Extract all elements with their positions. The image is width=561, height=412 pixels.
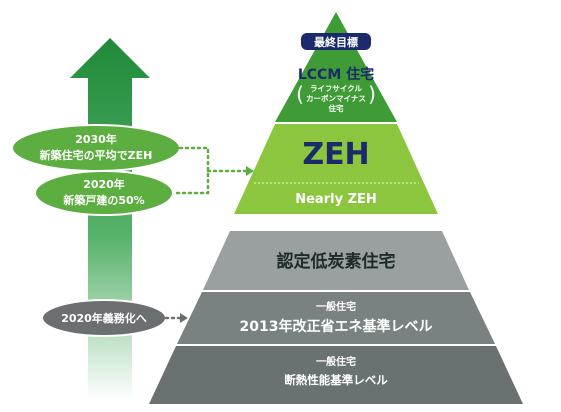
insulation-line2: 断熱性能基準レベル [284, 373, 388, 387]
callout-2020: 2020年 新築戸建の50% [34, 170, 174, 216]
insulation-line1: 一般住宅 [316, 355, 356, 368]
lccm-title: LCCM 住宅 [298, 66, 374, 83]
callout-2030-line1: 2030年 [75, 132, 117, 146]
lccm-subtitle-line2: カーボンマイナス [306, 93, 366, 103]
pyramid-tier-insulation [149, 346, 523, 404]
standard-2013-line1: 一般住宅 [316, 300, 356, 313]
nearly-zeh-label: Nearly ZEH [295, 192, 377, 207]
callout-2020-line2: 新築戸建の50% [63, 193, 144, 207]
goal-badge-label: 最終目標 [314, 35, 358, 49]
pyramid-tier-2013-standard [177, 292, 495, 344]
pyramid-tier-zeh [234, 124, 438, 214]
low-carbon-title: 認定低炭素住宅 [277, 251, 396, 272]
lccm-subtitle-line3: 住宅 [329, 103, 344, 113]
standard-2013-line2: 2013年改正省エネ基準レベル [240, 318, 433, 335]
callout-2020-line1: 2020年 [83, 177, 125, 191]
pyramid-tier-low-carbon [203, 231, 469, 290]
zeh-title: ZEH [302, 137, 369, 172]
lccm-open-paren: ( [296, 82, 304, 106]
callout-mandatory-label: 2020年義務化へ [61, 311, 147, 325]
progress-up-arrow [70, 38, 150, 400]
callout-mandatory-2020: 2020年義務化へ [41, 299, 167, 337]
goal-badge [301, 33, 371, 50]
callout-2030: 2030年 新築住宅の平均でZEH [11, 124, 181, 172]
connector-mandatory-arrowhead [180, 313, 188, 323]
callout-2030-line2: 新築住宅の平均でZEH [40, 148, 153, 162]
connector-zeh [171, 146, 248, 195]
lccm-subtitle-line1: ライフサイクル [310, 83, 363, 93]
pyramid-tier-lccm [275, 12, 397, 122]
connector-zeh-arrowhead [246, 166, 254, 176]
lccm-close-paren: ) [368, 82, 376, 106]
